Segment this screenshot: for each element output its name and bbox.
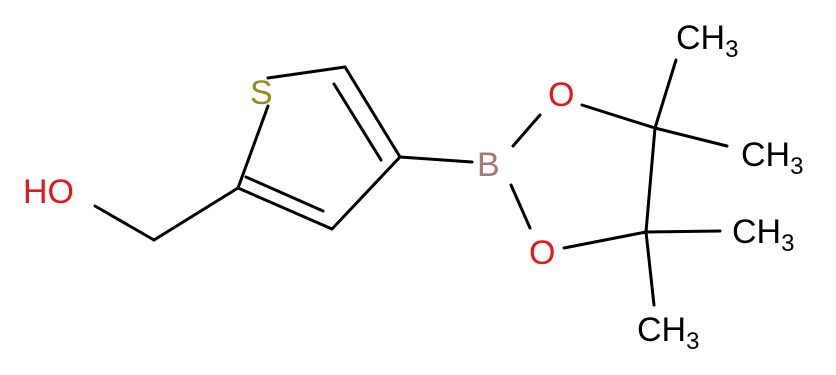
methyl-label-2: CH3 xyxy=(741,136,803,180)
bond-c3-c4 xyxy=(330,155,402,231)
methyl-label-4: CH3 xyxy=(637,311,699,355)
bond-c5-ch2 xyxy=(152,186,240,242)
bond-methyl-2 xyxy=(653,126,729,148)
bond-o1-c xyxy=(580,103,657,130)
bond-c4-c5 xyxy=(236,186,334,231)
bond-c-c xyxy=(644,126,657,234)
bond-b-o2 xyxy=(509,183,532,230)
boron-label: B xyxy=(477,146,500,184)
methyl-label-1: CH3 xyxy=(676,19,738,63)
hydroxyl-label: HO xyxy=(23,173,74,211)
bond-s-c5 xyxy=(236,104,270,190)
bond-methyl-1 xyxy=(653,58,678,130)
sulfur-label: S xyxy=(250,74,273,112)
bond-b-o1 xyxy=(511,113,542,148)
bond-methyl-3 xyxy=(644,229,722,234)
bond-c2-c3 xyxy=(343,65,402,159)
oxygen-lower-label: O xyxy=(529,234,555,272)
bond-c3-b xyxy=(398,155,474,164)
bond-c4-c5-inner xyxy=(244,175,325,213)
bond-o2-c xyxy=(562,230,648,250)
bond-methyl-4 xyxy=(644,230,656,307)
bond-s-c2 xyxy=(266,65,347,80)
oxygen-upper-label: O xyxy=(548,76,574,114)
methyl-label-3: CH3 xyxy=(732,213,794,257)
bond-c2-c3-inner xyxy=(332,82,383,162)
bond-ch2-oh xyxy=(93,204,156,242)
